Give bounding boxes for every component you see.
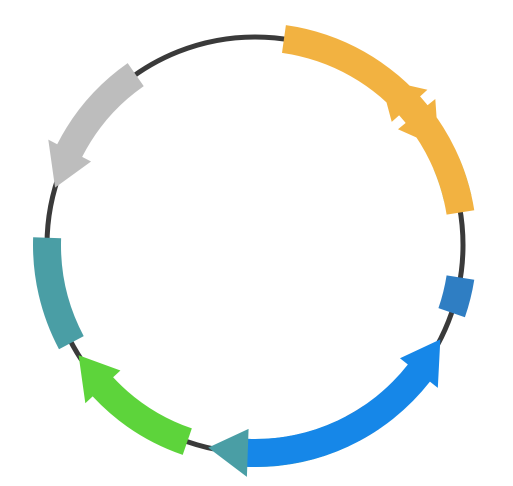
plasmid-feature-f1-arrow	[282, 25, 439, 148]
plasmid-feature-f10-arrow	[247, 339, 441, 467]
plasmid-feature-f9-arrow	[380, 78, 475, 215]
feature-layer	[33, 25, 475, 477]
plasmid-feature-f7-box	[33, 237, 84, 350]
plasmid-feature-f3-box	[438, 275, 475, 318]
plasmid-feature-f6-arrow	[78, 355, 192, 455]
plasmid-feature-f8-arrow	[48, 63, 144, 188]
